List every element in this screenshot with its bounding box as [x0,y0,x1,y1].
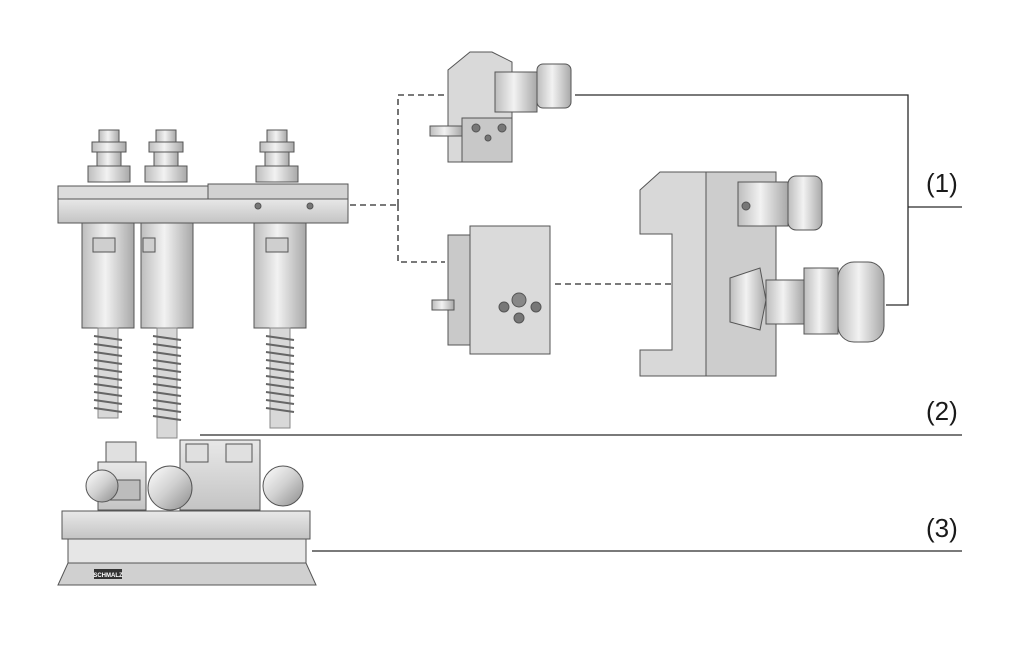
cylinder-middle [140,222,194,329]
ball-joint-right [262,465,304,507]
top-nut-right [255,129,299,183]
suction-cup-icon: SCHMALZ [57,510,317,586]
callout-label-1: (1) [926,168,958,198]
cylinder-right [253,222,307,329]
ball-joint-middle [147,465,193,511]
leader-lines [200,94,962,552]
cylinder-left [81,222,135,329]
spring-left [93,327,123,419]
bracket-icon [639,171,885,377]
center-block [97,439,261,511]
ball-joint-left [85,469,119,503]
main-gripper-assembly: SCHMALZ [57,129,349,586]
adapter-plate-icon [431,225,551,355]
spring-middle [152,327,182,439]
leader-line-1 [575,94,909,306]
adapter-bracket-top [429,51,572,163]
callout-label-3: (3) [926,513,958,543]
logo-text: SCHMALZ [93,573,123,579]
top-nut-middle [144,129,188,183]
top-nut-left [87,129,131,183]
mounting-crossbar [57,183,349,224]
dashed-link-top-part [397,94,445,205]
dashed-link-plate [397,205,445,263]
spring-right [265,327,295,429]
callout-label-2: (2) [926,396,958,426]
